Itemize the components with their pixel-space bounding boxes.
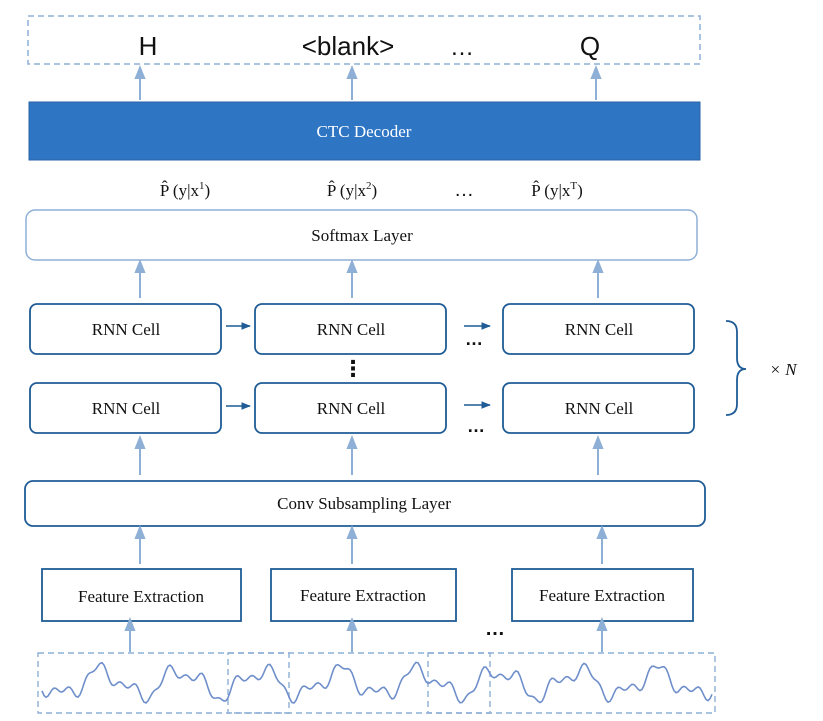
output-token-q: Q bbox=[580, 31, 600, 61]
feature-ellipsis: … bbox=[485, 618, 505, 640]
probability-ellipsis: … bbox=[454, 179, 474, 201]
output-token-h: H bbox=[139, 31, 158, 61]
rnn-cell-top-t bbox=[502, 303, 695, 355]
rnn-cell-bottom-2 bbox=[254, 382, 447, 434]
rnn-bottom-ellipsis: … bbox=[467, 416, 485, 436]
rnn-cell-top-2-label: RNN Cell bbox=[317, 320, 386, 339]
audio-waveform bbox=[41, 661, 713, 704]
output-token-blank: <blank> bbox=[302, 31, 395, 61]
rnn-cell-bottom-t-label: RNN Cell bbox=[565, 399, 634, 418]
feature-extraction-label-2: Feature Extraction bbox=[300, 586, 427, 605]
probability-label-2: P̂ (y|x2) bbox=[327, 180, 377, 200]
ctc-decoder-box bbox=[28, 101, 701, 161]
svg-text:P̂ (y|x2): P̂ (y|x2) bbox=[327, 180, 377, 200]
rnn-cell-bottom-1-label: RNN Cell bbox=[92, 399, 161, 418]
probability-label-t: P̂ (y|xT) bbox=[531, 180, 583, 200]
feature-extraction-label-t: Feature Extraction bbox=[539, 586, 666, 605]
rnn-cell-bottom-t bbox=[502, 382, 695, 434]
rnn-cell-top-2 bbox=[254, 303, 447, 355]
rnn-top-ellipsis: … bbox=[465, 329, 483, 349]
feature-extraction-box-2 bbox=[270, 568, 457, 622]
svg-text:P̂ (y|xT): P̂ (y|xT) bbox=[531, 180, 583, 200]
softmax-layer-box bbox=[25, 209, 698, 261]
output-ellipsis: … bbox=[450, 34, 474, 61]
svg-text:P̂ (y|x1): P̂ (y|x1) bbox=[160, 180, 210, 200]
conv-subsampling-label: Conv Subsampling Layer bbox=[277, 494, 451, 513]
ctc-decoder-label: CTC Decoder bbox=[317, 122, 412, 141]
rnn-cell-bottom-2-label: RNN Cell bbox=[317, 399, 386, 418]
rnn-vertical-ellipsis: ⋮ bbox=[342, 356, 364, 381]
rnn-cell-top-t-label: RNN Cell bbox=[565, 320, 634, 339]
rnn-cell-top-1 bbox=[29, 303, 222, 355]
output-tokens-box bbox=[27, 15, 701, 65]
rnn-cell-top-1-label: RNN Cell bbox=[92, 320, 161, 339]
rnn-cell-bottom-1 bbox=[29, 382, 222, 434]
waveform-window-1 bbox=[227, 652, 290, 714]
conv-subsampling-box bbox=[24, 480, 706, 527]
layer-repeat-label: × N bbox=[769, 360, 798, 379]
feature-extraction-box-t bbox=[511, 568, 694, 622]
feature-extraction-box-1 bbox=[41, 568, 242, 622]
feature-extraction-label-1: Feature Extraction bbox=[78, 587, 205, 606]
probability-label-1: P̂ (y|x1) bbox=[160, 180, 210, 200]
softmax-layer-label: Softmax Layer bbox=[311, 226, 413, 245]
waveform-frame-outer bbox=[37, 652, 716, 714]
layer-repeat-brace bbox=[725, 320, 747, 416]
